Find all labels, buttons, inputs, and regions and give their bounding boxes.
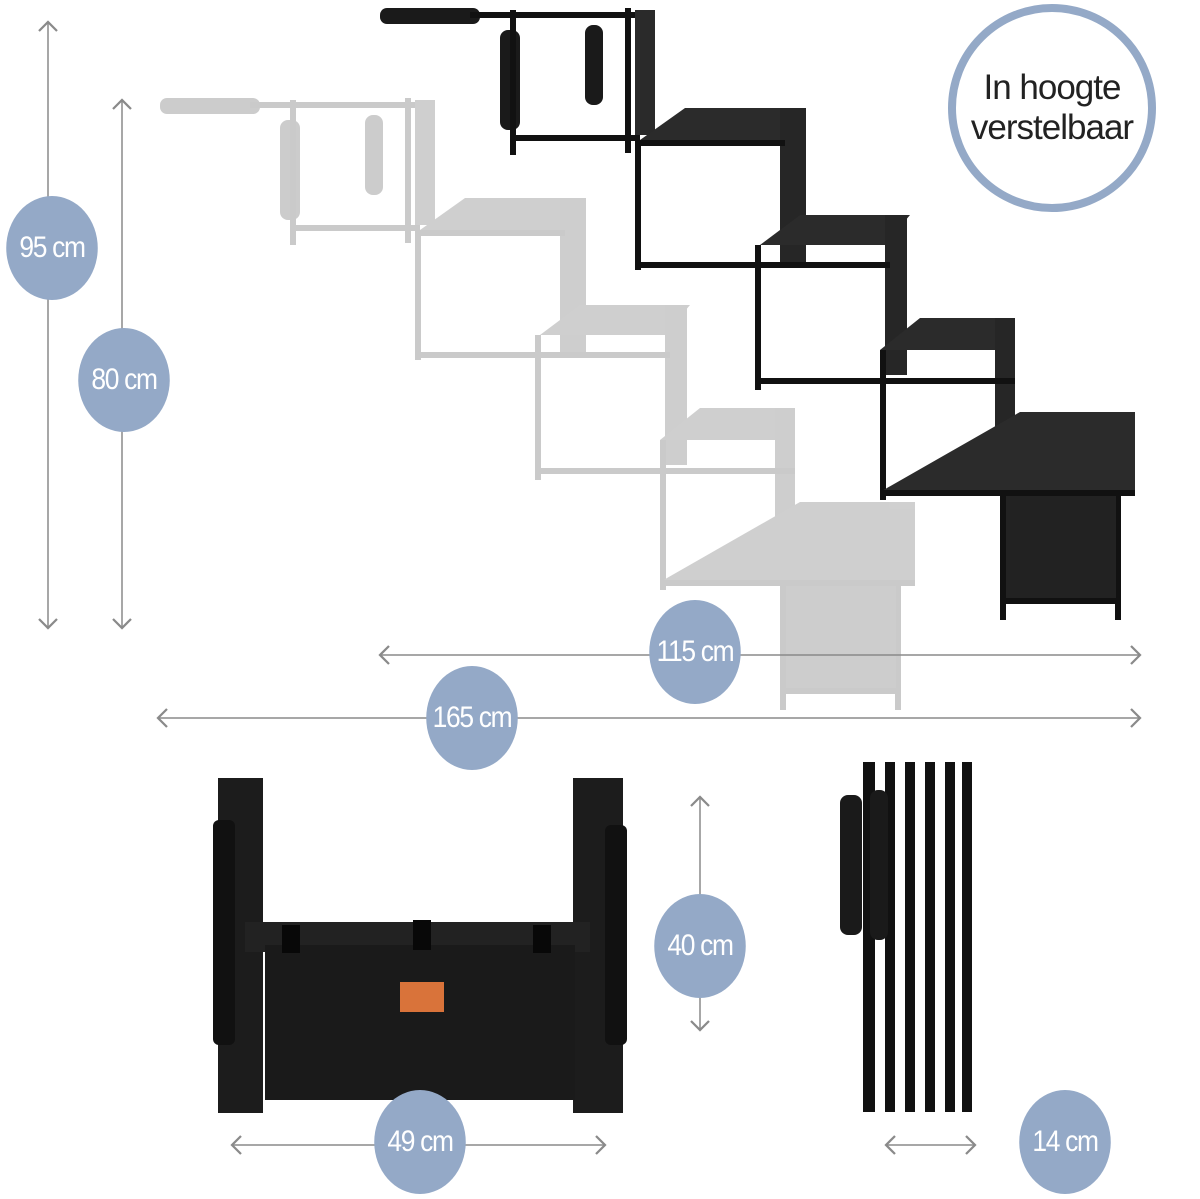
length-max-badge: 165 cm	[426, 666, 518, 770]
folded-height-badge: 40 cm	[654, 894, 746, 998]
folded-front-view	[213, 778, 627, 1113]
claim-line-1: In hoogte	[983, 68, 1122, 107]
claim-line-2: verstelbaar	[970, 108, 1134, 147]
height-max-badge: 95 cm	[6, 196, 98, 300]
brand-label	[400, 982, 444, 1012]
height-min-badge: 80 cm	[78, 328, 170, 432]
length-min-badge: 115 cm	[649, 600, 741, 704]
folded-side-view	[840, 762, 972, 1112]
folded-width-badge: 49 cm	[374, 1090, 466, 1194]
folded-depth-badge: 14 cm	[1019, 1090, 1111, 1194]
